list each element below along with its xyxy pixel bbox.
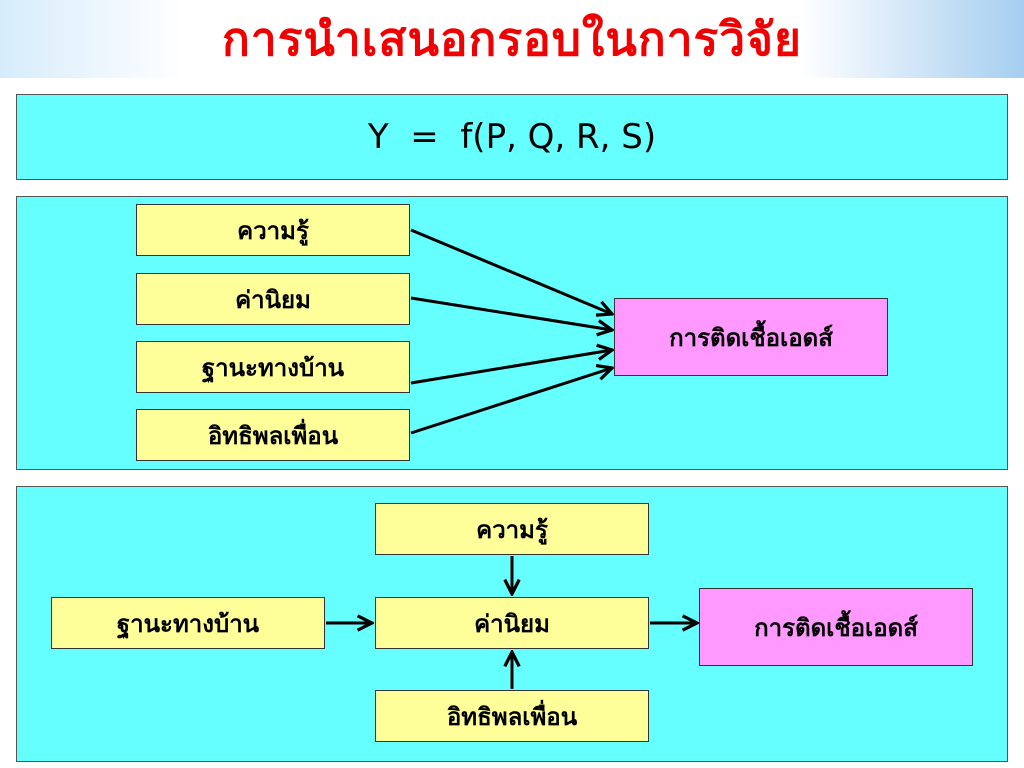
formula-panel: Y = f(P, Q, R, S) <box>16 94 1008 180</box>
d1-output-hiv-infection: การติดเชื้อเอดส์ <box>614 298 888 376</box>
d1-input-peer-influence: อิทธิพลเพื่อน <box>136 409 410 461</box>
d2-output-hiv-infection: การติดเชื้อเอดส์ <box>699 588 973 666</box>
d1-input-knowledge: ความรู้ <box>136 204 410 256</box>
d1-input-family-status: ฐานะทางบ้าน <box>136 341 410 393</box>
d2-bottom-peer-influence: อิทธิพลเพื่อน <box>375 690 649 742</box>
d2-left-family-status: ฐานะทางบ้าน <box>51 597 325 649</box>
title-bar <box>0 0 1024 78</box>
d2-center-values: ค่านิยม <box>375 597 649 649</box>
d1-input-values: ค่านิยม <box>136 273 410 325</box>
d2-top-knowledge: ความรู้ <box>375 503 649 555</box>
formula-text: Y = f(P, Q, R, S) <box>367 117 657 157</box>
page-title: การนำเสนอกรอบในการวิจัย <box>222 12 802 66</box>
